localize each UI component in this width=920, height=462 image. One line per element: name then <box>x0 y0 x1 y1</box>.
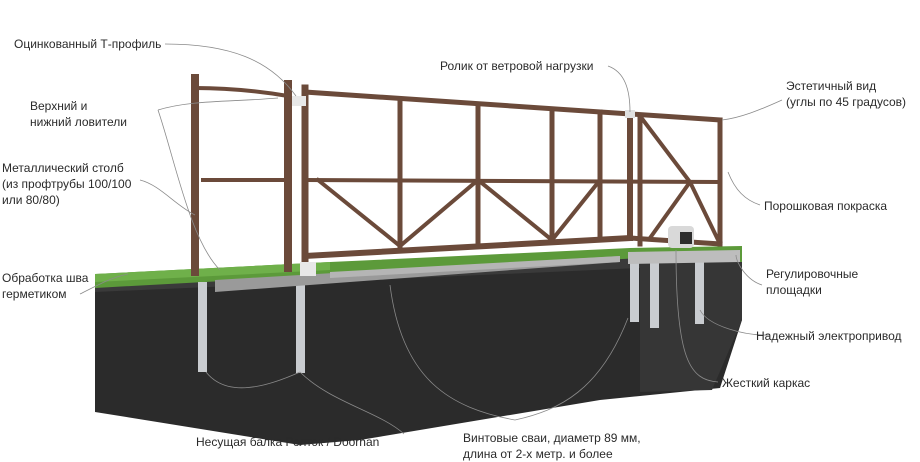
label-drive: Надежный электропривод <box>756 329 902 343</box>
label-pads: Регулировочные площадки <box>766 267 859 297</box>
leader-lines <box>79 43 783 435</box>
label-beam: Несущая балка Ролтэк / Doorhan <box>196 435 380 449</box>
label-piles: Винтовые сваи, диаметр 89 мм, длина от 2… <box>463 431 641 461</box>
label-t-profile: Оцинкованный Т-профиль <box>14 37 162 51</box>
gate-frame <box>191 74 723 276</box>
grass-strip <box>95 246 742 288</box>
label-post: Металлический столб (из профтрубы 100/10… <box>2 161 132 207</box>
label-seam: Обработка шва герметиком <box>2 271 89 301</box>
label-roller: Ролик от ветровой нагрузки <box>440 59 594 73</box>
label-paint: Порошковая покраска <box>764 199 888 213</box>
label-frame: Жесткий каркас <box>722 376 811 390</box>
hardware <box>292 96 694 276</box>
label-aesthetic: Эстетичный вид (углы по 45 градусов) <box>786 79 907 109</box>
label-catchers: Верхний и нижний ловители <box>30 99 127 129</box>
soil-block <box>95 258 742 445</box>
screw-piles <box>198 262 704 373</box>
foundation-beam <box>215 250 740 292</box>
